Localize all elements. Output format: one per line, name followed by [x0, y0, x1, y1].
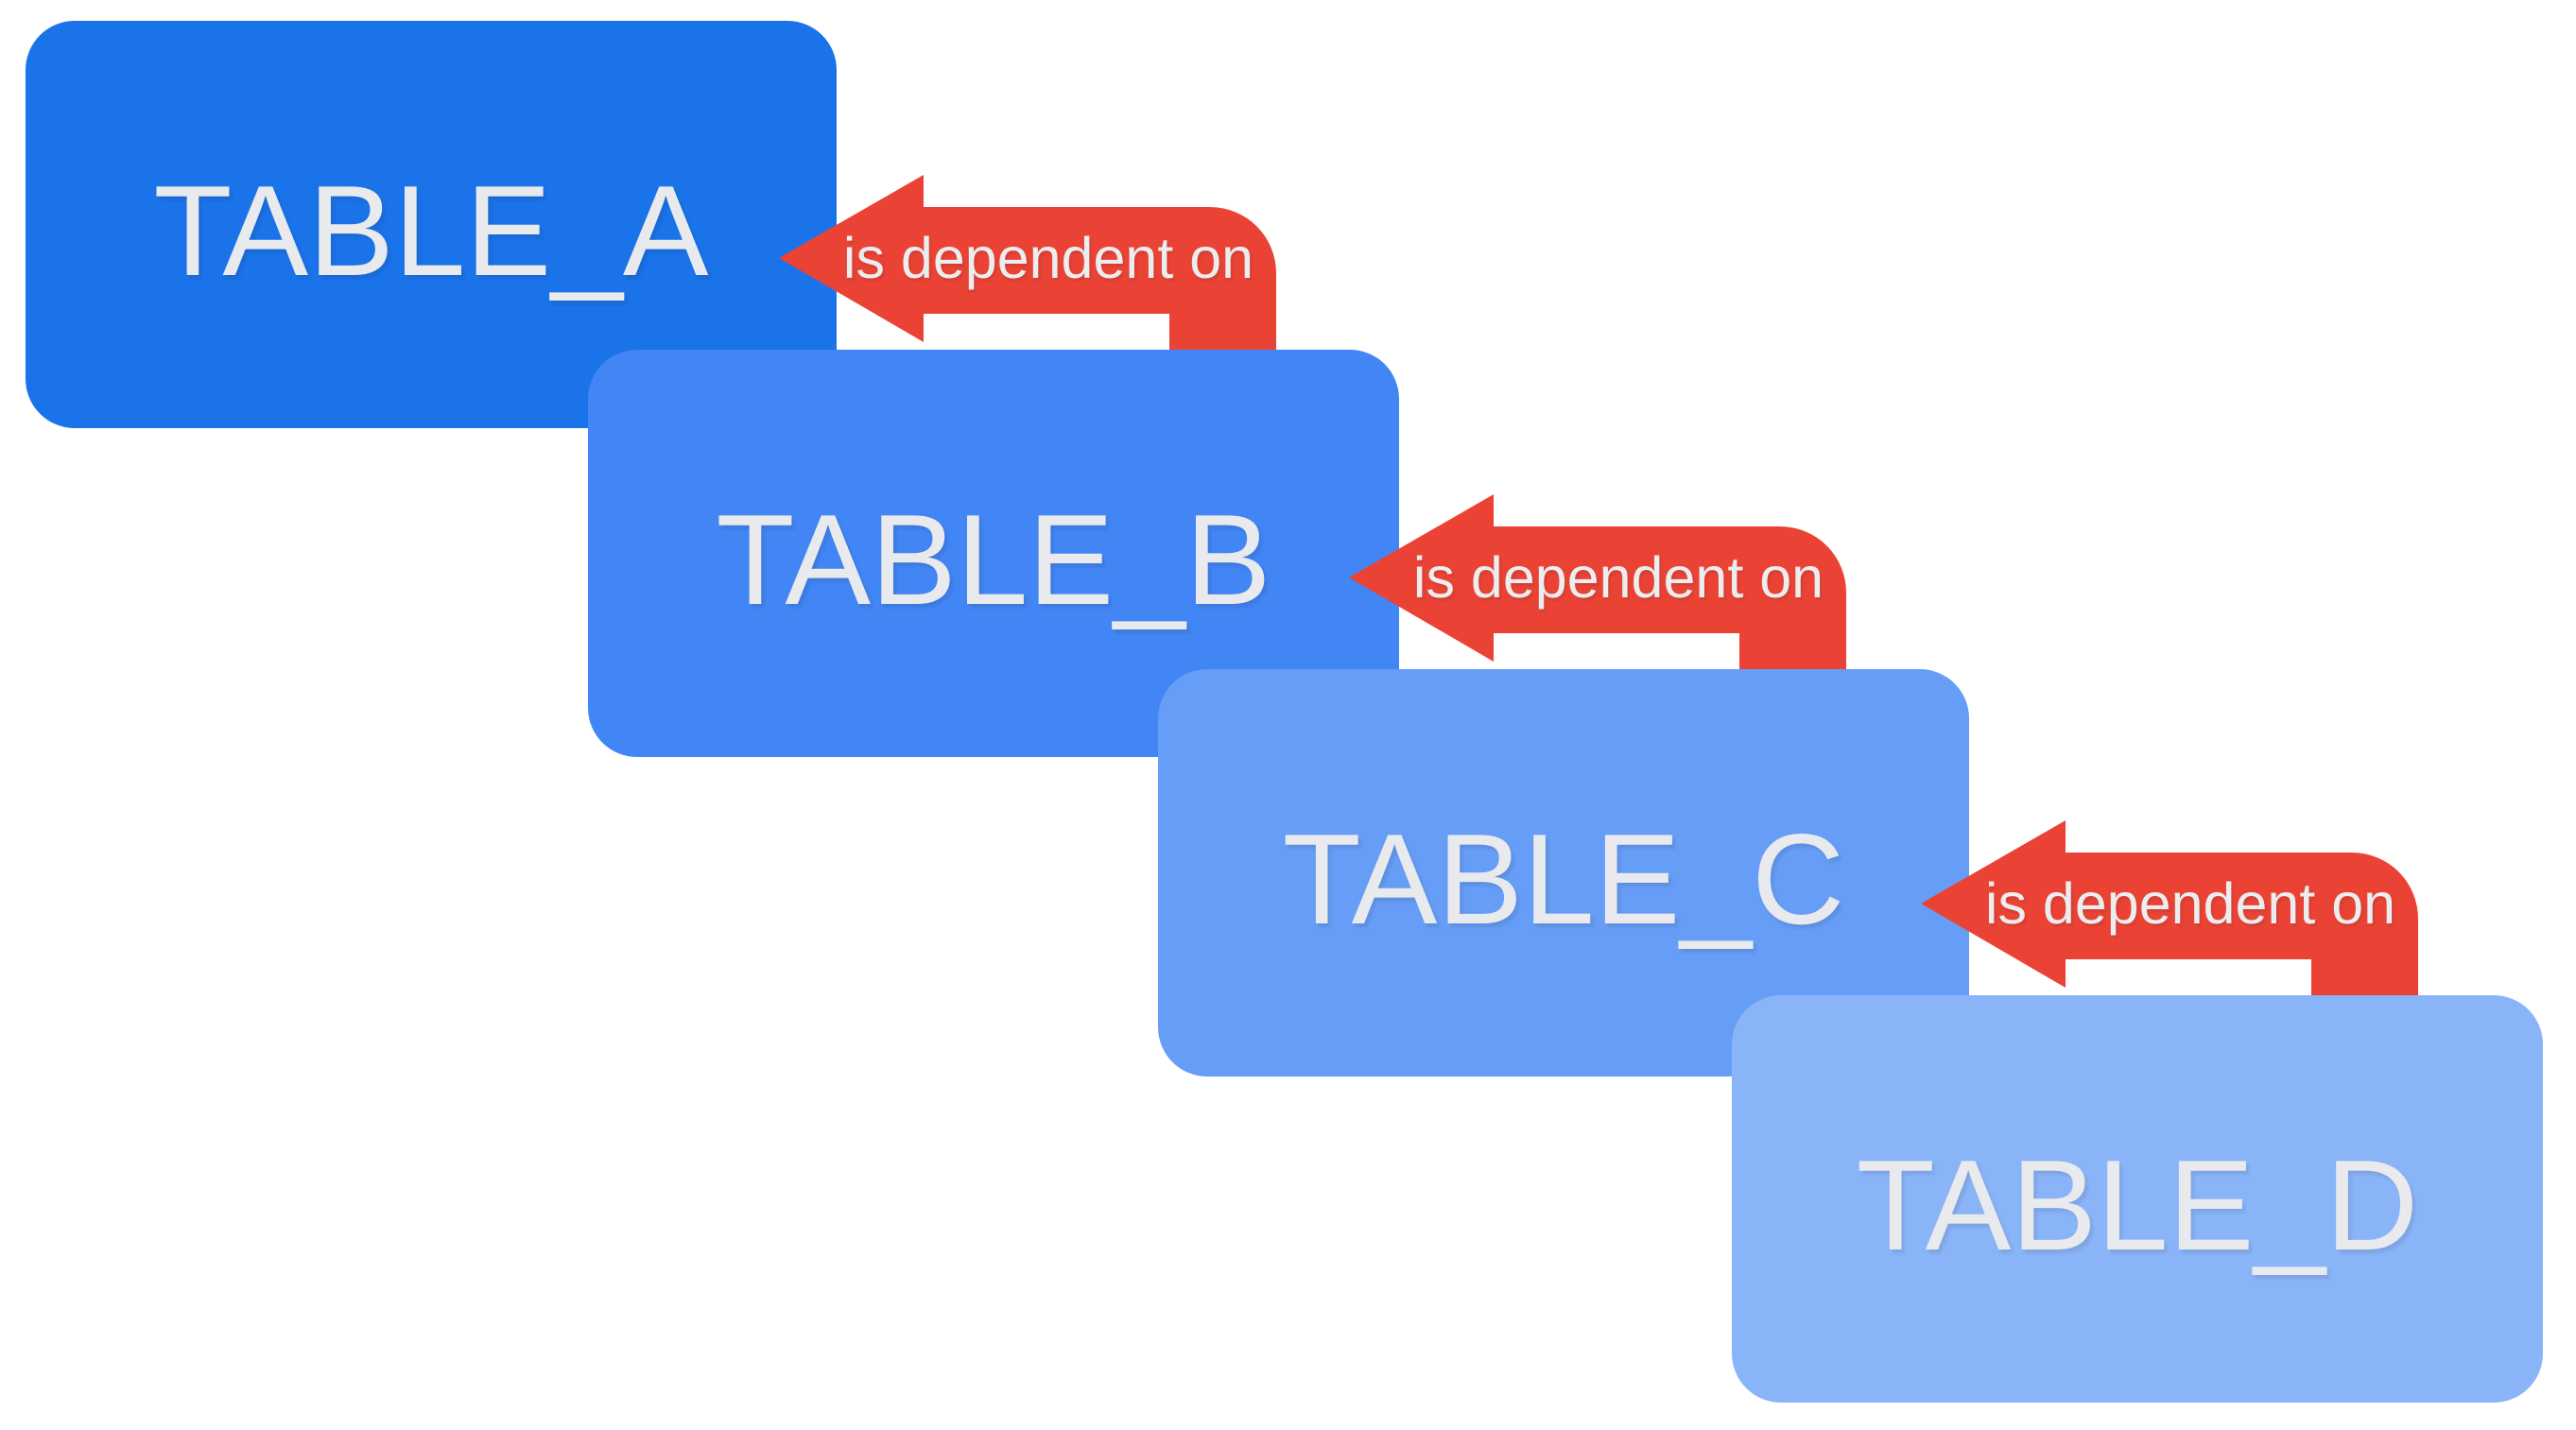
left-arrow-shape [1921, 820, 2418, 1007]
table-label: TABLE_D [1856, 1132, 2419, 1277]
left-arrow-shape [1349, 494, 1846, 681]
arrow-label: is dependent on [1412, 545, 1824, 610]
table-node-table-a: TABLE_A [26, 21, 837, 428]
table-node-table-d: TABLE_D [1732, 995, 2543, 1403]
left-arrow-shape [779, 175, 1276, 361]
arrow-label: is dependent on [842, 226, 1254, 290]
dependency-arrow [779, 175, 1276, 361]
table-label: TABLE_A [153, 158, 709, 302]
dependency-arrow [1349, 494, 1846, 681]
table-label: TABLE_B [716, 487, 1271, 631]
arrow-label: is dependent on [1984, 871, 2396, 936]
table-label: TABLE_C [1282, 806, 1845, 951]
dependency-arrow [1921, 820, 2418, 1007]
